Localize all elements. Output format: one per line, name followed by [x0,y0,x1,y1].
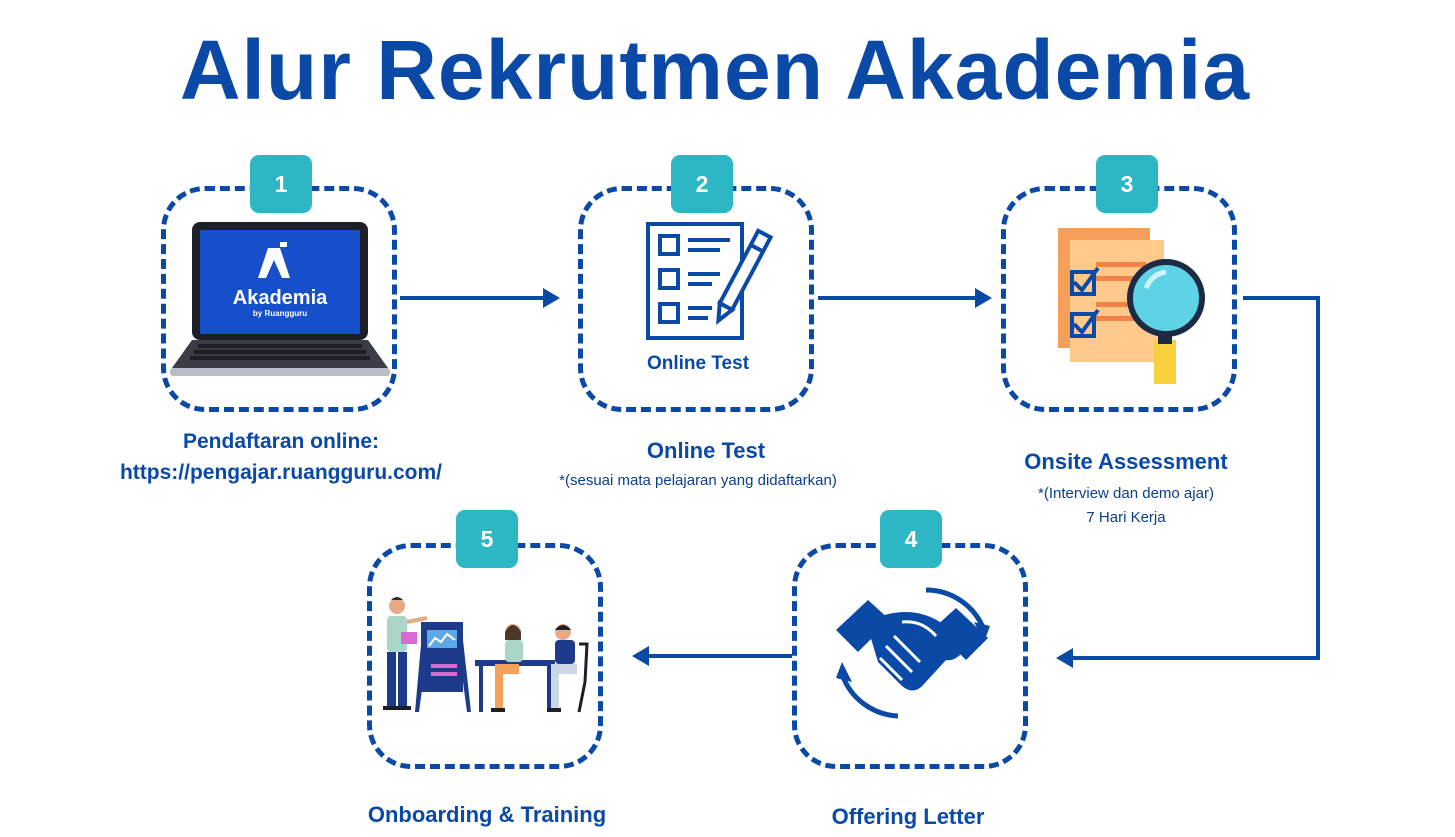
step-3-note-line2: 7 Hari Kerja [1086,509,1166,526]
step-3-label: Onsite Assessment [1024,449,1228,474]
arrow-3-to-4 [1070,296,1320,660]
step-5-label: Onboarding & Training [367,802,607,827]
laptop-screen-subtitle: by Ruangguru [253,309,307,318]
document-magnifier-icon [1058,228,1205,384]
laptop-icon: Akademia by Ruangguru [170,222,390,376]
step-2-card-caption: Online Test [646,353,750,374]
step-3-badge: 3 [1096,155,1158,213]
page-title: Alur Rekrutmen Akademia [179,23,1251,117]
step-3-note-line1: *(Interview dan demo ajar) [1038,485,1214,502]
step-2-badge: 2 [671,155,733,213]
arrowhead-icon [543,288,560,308]
arrowhead-icon [1056,648,1073,668]
step-2-note: *(sesuai mata pelajaran yang didaftarkan… [559,472,837,489]
checklist-icon [646,222,774,340]
step-5-badge: 5 [456,510,518,568]
step-4-label: Offering Letter [831,804,985,829]
arrowhead-icon [975,288,992,308]
handshake-icon [836,587,990,719]
step-2-label: Online Test [646,438,766,463]
step-1-link[interactable]: https://pengajar.ruangguru.com/ [119,461,443,484]
step-1-badge: 1 [250,155,312,213]
step-1-label: Pendaftaran online: [182,430,380,453]
laptop-screen-title: Akademia [233,287,328,309]
arrowhead-icon [632,646,649,666]
step-4-badge: 4 [880,510,942,568]
training-meeting-icon [383,597,589,713]
